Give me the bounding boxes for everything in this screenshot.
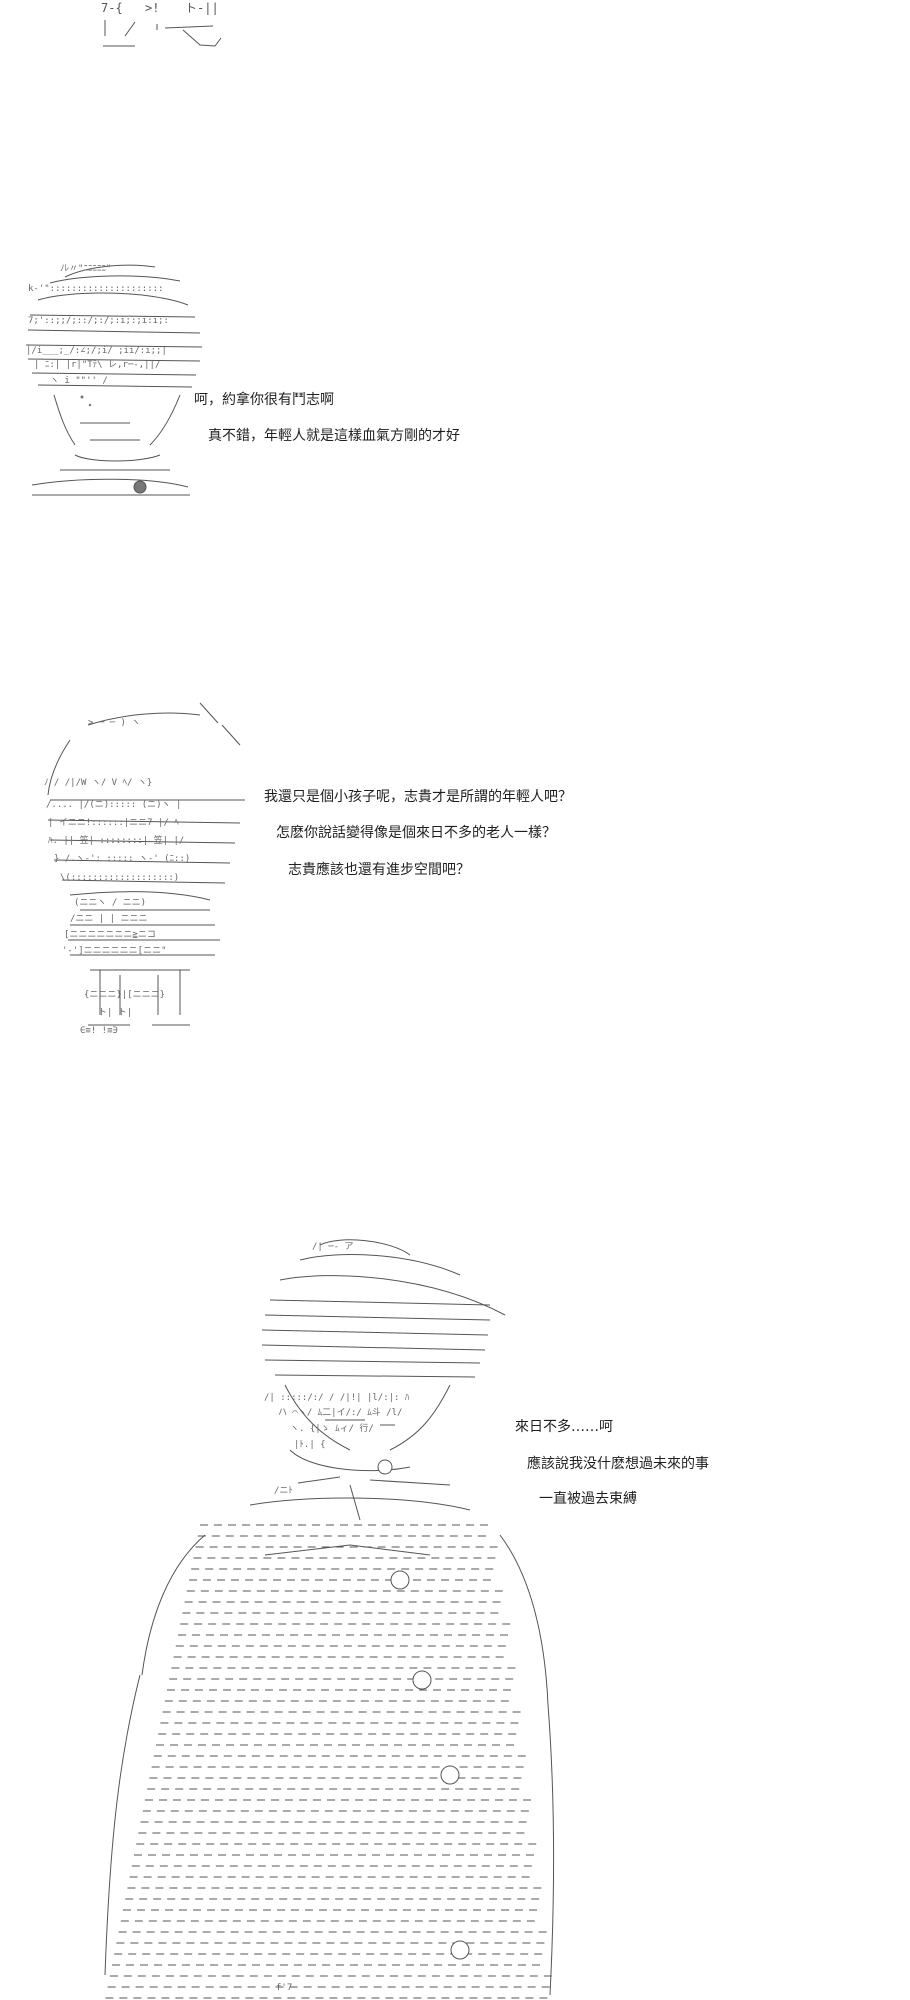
svg-text:k-'":::::::::::::::::::::: k-'"::::::::::::::::::::: — [28, 284, 163, 294]
svg-text:/| ─- ア: /| ─- ア — [312, 1242, 354, 1252]
svg-text:> ─ ─ ) ヽ: > ─ ─ ) ヽ — [88, 718, 140, 728]
ascii-art-young-man: /| ─- ア /| :::::/:/ / /|!| |l/:|: ﾊ ハ ⌒ヽ… — [50, 1235, 610, 2000]
svg-text:7-{: 7-{ — [101, 1, 123, 15]
svg-text:ハ ⌒ヽ/ ﾑ二|イ/:/ ﾑ斗 /l/: ハ ⌒ヽ/ ﾑ二|イ/:/ ﾑ斗 /l/ — [278, 1407, 402, 1418]
svg-text:(ニニヽ / ニニ): (ニニヽ / ニニ) — [74, 898, 146, 908]
svg-text:{ニニニ}|[ニニニ}: {ニニニ}|[ニニニ} — [84, 990, 165, 1000]
svg-text:/| :::::/:/ / /|!| |l/:|: ﾊ: /| :::::/:/ / /|!| |l/:|: ﾊ — [264, 1393, 410, 1403]
svg-text:} /.ヽ-': ::::: ヽ-' (ﾆ::): } /.ヽ-': ::::: ヽ-' (ﾆ::) — [54, 854, 190, 864]
svg-text:>!: >! — [145, 1, 159, 15]
svg-text:[ニニニニニニニ≧ニコ: [ニニニニニニニ≧ニコ — [64, 930, 156, 940]
dialogue-box-3c: 一直被過去束縛 — [539, 1490, 637, 1508]
dialogue-line: 志貴應該也還有進步空間吧？ — [288, 862, 470, 878]
dialogue-line: 怎麽你說話變得像是個來日不多的老人一樣？ — [276, 825, 556, 841]
svg-text:f'7: f'7 — [276, 1983, 292, 1993]
svg-text:/ニニ | | ニニニ: /ニニ | | ニニニ — [70, 914, 148, 924]
svg-text:ﾉﾚ〃"ﾆﾆﾆﾆﾆ": ﾉﾚ〃"ﾆﾆﾆﾆﾆ" — [60, 264, 111, 274]
svg-text:/ニﾄ: /ニﾄ — [274, 1486, 293, 1496]
dialogue-box-1b: 真不錯，年輕人就是這樣血氣方剛的才好 — [208, 427, 460, 445]
svg-text:ヽ i ""'' /: ヽ i ""'' / — [50, 376, 108, 386]
svg-text:ﾉ / /|/W ヽ/ V ﾍ/ ヽ}: ﾉ / /|/W ヽ/ V ﾍ/ ヽ} — [44, 778, 152, 788]
dialogue-box-2c: 志貴應該也還有進步空間吧？ — [288, 861, 470, 879]
dialogue-box-1: 呵，約拿你很有鬥志啊 — [194, 391, 334, 409]
dialogue-box-3a: 來日不多……呵 — [515, 1418, 613, 1436]
svg-text:ﾊ. || 笠| ::::::::| 笠| |/: ﾊ. || 笠| ::::::::| 笠| |/ — [48, 834, 184, 846]
dialogue-line: 來日不多……呵 — [515, 1419, 613, 1435]
svg-text:ト| ト|: ト| ト| — [98, 1008, 132, 1018]
dialogue-box-3b: 應該說我没什麽想過未來的事 — [527, 1455, 709, 1473]
dialogue-box-2a: 我還只是個小孩子呢，志貴才是所謂的年輕人吧？ — [264, 788, 572, 806]
svg-text:/.... |/(ニ)::::: (ニ)ヽ |: /.... |/(ニ)::::: (ニ)ヽ | — [46, 800, 181, 810]
dialogue-line: 應該說我没什麽想過未來的事 — [527, 1456, 709, 1472]
dialogue-line: 一直被過去束縛 — [539, 1491, 637, 1507]
svg-text:7;'::;;/;::/;:/;:i;:;i:i;:: 7;'::;;/;::/;:/;:i;:;i:i;: — [28, 316, 169, 326]
dialogue-line: 我還只是個小孩子呢，志貴才是所謂的年輕人吧？ — [264, 789, 572, 805]
ascii-art-fragment: 7-{ >! ト-|| — [95, 0, 235, 55]
svg-text:| イニニ!::::::|ニニ7 |/ ﾍ: | イニニ!::::::|ニニ7 |/ ﾍ — [48, 818, 179, 828]
svg-text:∈≡! !≡∋: ∈≡! !≡∋ — [80, 1026, 118, 1036]
svg-text:ト-||: ト-|| — [185, 1, 219, 15]
dialogue-box-2b: 怎麽你說話變得像是個來日不多的老人一樣？ — [276, 824, 556, 842]
ascii-art-man-headband: ﾉﾚ〃"ﾆﾆﾆﾆﾆ" k-'"::::::::::::::::::::: 7;'… — [20, 255, 210, 500]
svg-text:|/i___;_/:∠;/;i/ ;ii/:i;;|: |/i___;_/:∠;/;i/ ;ii/:i;;| — [26, 346, 167, 356]
ascii-art-child: > ─ ─ ) ヽ ﾉ / /|/W ヽ/ V ﾍ/ ヽ} /.... |/(ニ… — [40, 695, 260, 1040]
svg-text:'-']ニニニニニニ[ニニ": '-']ニニニニニニ[ニニ" — [62, 946, 167, 956]
dialogue-line: 真不錯，年輕人就是這樣血氣方剛的才好 — [208, 428, 460, 444]
svg-text:ヽ. {|ゝ ﾑィ/ 行/: ヽ. {|ゝ ﾑィ/ 行/ — [290, 1422, 374, 1434]
svg-text:|ﾄ.| {: |ﾄ.| { — [294, 1440, 326, 1450]
svg-text:\(:::::::::::::::::::): \(:::::::::::::::::::) — [60, 873, 179, 883]
dialogue-line: 呵，約拿你很有鬥志啊 — [194, 392, 334, 408]
svg-text:| ﾆ:| |r|"Tﾃ\ レ,r─-,||/: | ﾆ:| |r|"Tﾃ\ レ,r─-,||/ — [34, 359, 160, 370]
